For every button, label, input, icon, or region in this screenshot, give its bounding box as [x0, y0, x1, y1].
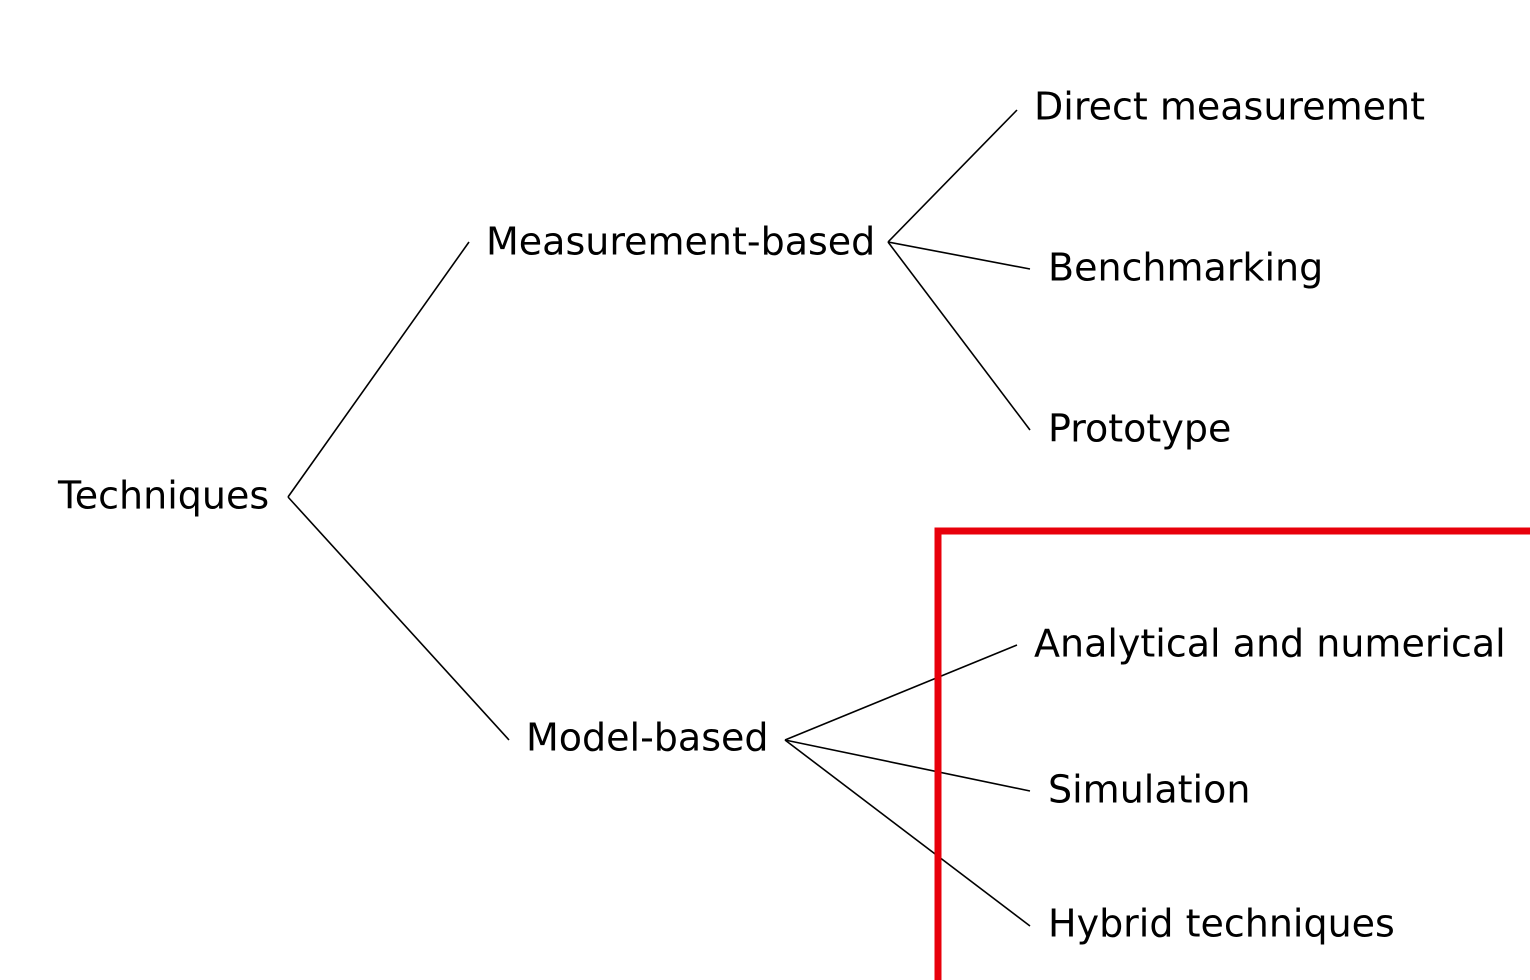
- node-simulation: Simulation: [1048, 768, 1250, 812]
- node-analytical-and-numerical: Analytical and numerical: [1034, 622, 1506, 666]
- edge-model-to-analytical: [784, 644, 1018, 741]
- node-hybrid-techniques: Hybrid techniques: [1048, 902, 1395, 946]
- highlight-box: [934, 527, 1530, 980]
- edge-root-to-model: [287, 496, 510, 741]
- edge-measurement-to-direct: [887, 109, 1018, 243]
- node-measurement-based: Measurement-based: [486, 220, 875, 264]
- edge-measurement-to-benchmarking: [887, 241, 1031, 270]
- edge-root-to-measurement: [287, 241, 470, 498]
- edge-measurement-to-prototype: [887, 241, 1031, 431]
- node-benchmarking: Benchmarking: [1048, 246, 1323, 290]
- node-direct-measurement: Direct measurement: [1034, 85, 1425, 129]
- edge-model-to-hybrid: [784, 739, 1031, 927]
- node-model-based: Model-based: [526, 716, 769, 760]
- connectors: [287, 109, 1031, 927]
- edge-model-to-simulation: [784, 739, 1031, 792]
- node-root: Techniques: [57, 474, 269, 518]
- node-prototype: Prototype: [1048, 407, 1231, 451]
